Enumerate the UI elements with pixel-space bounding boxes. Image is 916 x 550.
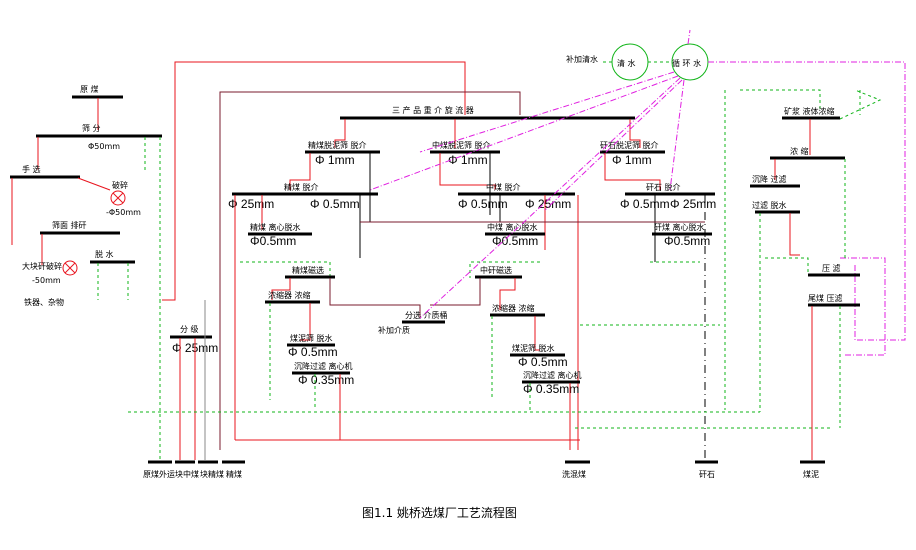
crusher-icon (110, 190, 126, 206)
clean-centrifuge-size: Φ0.5mm (250, 234, 296, 248)
clean-slime-size: Φ 0.5mm (288, 345, 338, 359)
flow-line (300, 303, 311, 341)
product-clean: 精煤 (226, 469, 242, 479)
mid-classify-label: 中煤 脱介 (486, 182, 521, 192)
dewater-label: 脱 水 (95, 249, 114, 259)
flow-line (271, 278, 291, 300)
mine-water-label: 矿浆 液体浓缩 (784, 106, 835, 116)
circ-water-label: 循 环 水 (672, 58, 701, 68)
product-lump-clean: 块精煤 (200, 469, 224, 479)
flow-line (439, 153, 496, 190)
mid-filter-size: Φ 0.35mm (523, 382, 579, 396)
circulating-water-lines (369, 29, 906, 356)
flow-line (430, 278, 481, 306)
clean-classify-size-a: Φ 25mm (228, 197, 274, 211)
clean-conc-label: 浓缩器 浓缩 (268, 290, 311, 300)
flow-line (77, 177, 111, 191)
clean-filter-label: 沉降过滤 离心机 (294, 361, 353, 371)
drain-top-label: 筛面 排矸 (52, 220, 87, 230)
clean-slime-label: 煤泥筛 脱水 (290, 333, 333, 343)
big-crush-size: -50mm (32, 276, 61, 285)
mid-centrifuge-label: 中煤 离心脱水 (487, 222, 538, 232)
flow-line (839, 89, 882, 120)
tail-press-label: 尾煤 压滤 (808, 293, 843, 303)
add-water-label: 补加清水 (566, 54, 598, 64)
flow-line (765, 257, 809, 275)
mid-filter-label: 沉降过滤 离心机 (523, 370, 582, 380)
mid-desl-label: 中煤脱泥筛 脱介 (432, 140, 491, 150)
screen-50-label: 筛 分 (82, 123, 101, 133)
hand-pick-label: 手 选 (22, 164, 41, 174)
gangue-desl-size: Φ 1mm (612, 153, 652, 167)
mid-conc-label: 浓缩器 浓缩 (492, 303, 535, 313)
flow-line (219, 91, 521, 450)
gangue-classify-size-b: Φ 25mm (670, 197, 716, 211)
product-gangue: 矸石 (699, 470, 715, 479)
mid-desl-size: Φ 1mm (448, 153, 488, 167)
flow-line (534, 316, 540, 351)
add-medium-label: 补加介质 (378, 325, 410, 335)
clean-centrifuge-label: 精煤 离心脱水 (250, 222, 301, 232)
gangue-desl-label: 矸石脱泥筛 脱介 (600, 140, 659, 150)
figure-caption: 图1.1 姚桥选煤厂工艺流程图 (362, 505, 517, 520)
mid-mag-label: 中矸磁选 (480, 265, 512, 275)
product-slime: 煤泥 (803, 469, 819, 479)
raw-coal-label: 原 煤 (80, 84, 99, 94)
mid-centrifuge-size: Φ0.5mm (492, 234, 538, 248)
screen-50-size: Φ50mm (88, 142, 120, 151)
clean-mag-label: 精煤磁选 (292, 265, 324, 275)
flow-line (740, 89, 821, 110)
product-lump-mid: 块中煤 (175, 469, 199, 479)
debris-label: 铁器、杂物 (24, 297, 64, 307)
gangue-centrifuge-size: Φ0.5mm (664, 234, 710, 248)
flow-line (329, 278, 421, 318)
clear-water-label: 清 水 (617, 58, 636, 68)
mid-slime-label: 煤泥筛 脱水 (512, 343, 555, 353)
big-crush-label: 大块矸破碎 (22, 261, 62, 271)
flow-line (334, 119, 346, 148)
settle-label: 沉降 过滤 (752, 174, 787, 184)
clean-classify-label: 精煤 脱介 (284, 182, 319, 192)
clean-desl-label: 精煤脱泥筛 脱介 (308, 140, 367, 150)
classify-label: 分 级 (180, 324, 199, 334)
clean-desl-size: Φ 1mm (315, 153, 355, 167)
product-mixed: 洗混煤 (562, 469, 586, 479)
mag-sep-label: 分选 介质桶 (405, 310, 448, 320)
flow-line (162, 61, 466, 301)
flow-line (240, 261, 331, 278)
product-raw-coal: 原煤外运 (143, 469, 175, 479)
flow-line (604, 153, 661, 190)
gangue-classify-label: 矸石 脱介 (646, 182, 681, 192)
cyclone-label: 三 产 品 重 介 旋 流 器 (392, 105, 474, 115)
big-crusher-icon (64, 262, 76, 274)
press-unit-label: 压 滤 (822, 263, 841, 273)
flow-line (499, 278, 516, 310)
mid-classify-size-a: Φ 0.5mm (458, 197, 508, 211)
clean-filter-size: Φ 0.35mm (298, 373, 354, 387)
crush-size: -Φ50mm (106, 208, 141, 217)
floc-label: 浓 缩 (790, 146, 809, 156)
mid-classify-size-b: Φ 25mm (525, 197, 571, 211)
crusher-icon (112, 192, 124, 204)
big-crusher-icon (62, 260, 78, 276)
flow-line (469, 261, 540, 278)
clean-classify-size-b: Φ 0.5mm (310, 197, 360, 211)
gangue-classify-size-a: Φ 0.5mm (620, 197, 670, 211)
mid-slime-size: Φ 0.5mm (518, 355, 568, 369)
filter-press-label: 过滤 脱水 (752, 200, 787, 210)
flow-line (789, 213, 800, 256)
flow-line (289, 153, 311, 190)
crush-label: 破碎 (112, 180, 128, 190)
gangue-centrifuge-label: 矸煤 离心脱水 (654, 222, 705, 232)
